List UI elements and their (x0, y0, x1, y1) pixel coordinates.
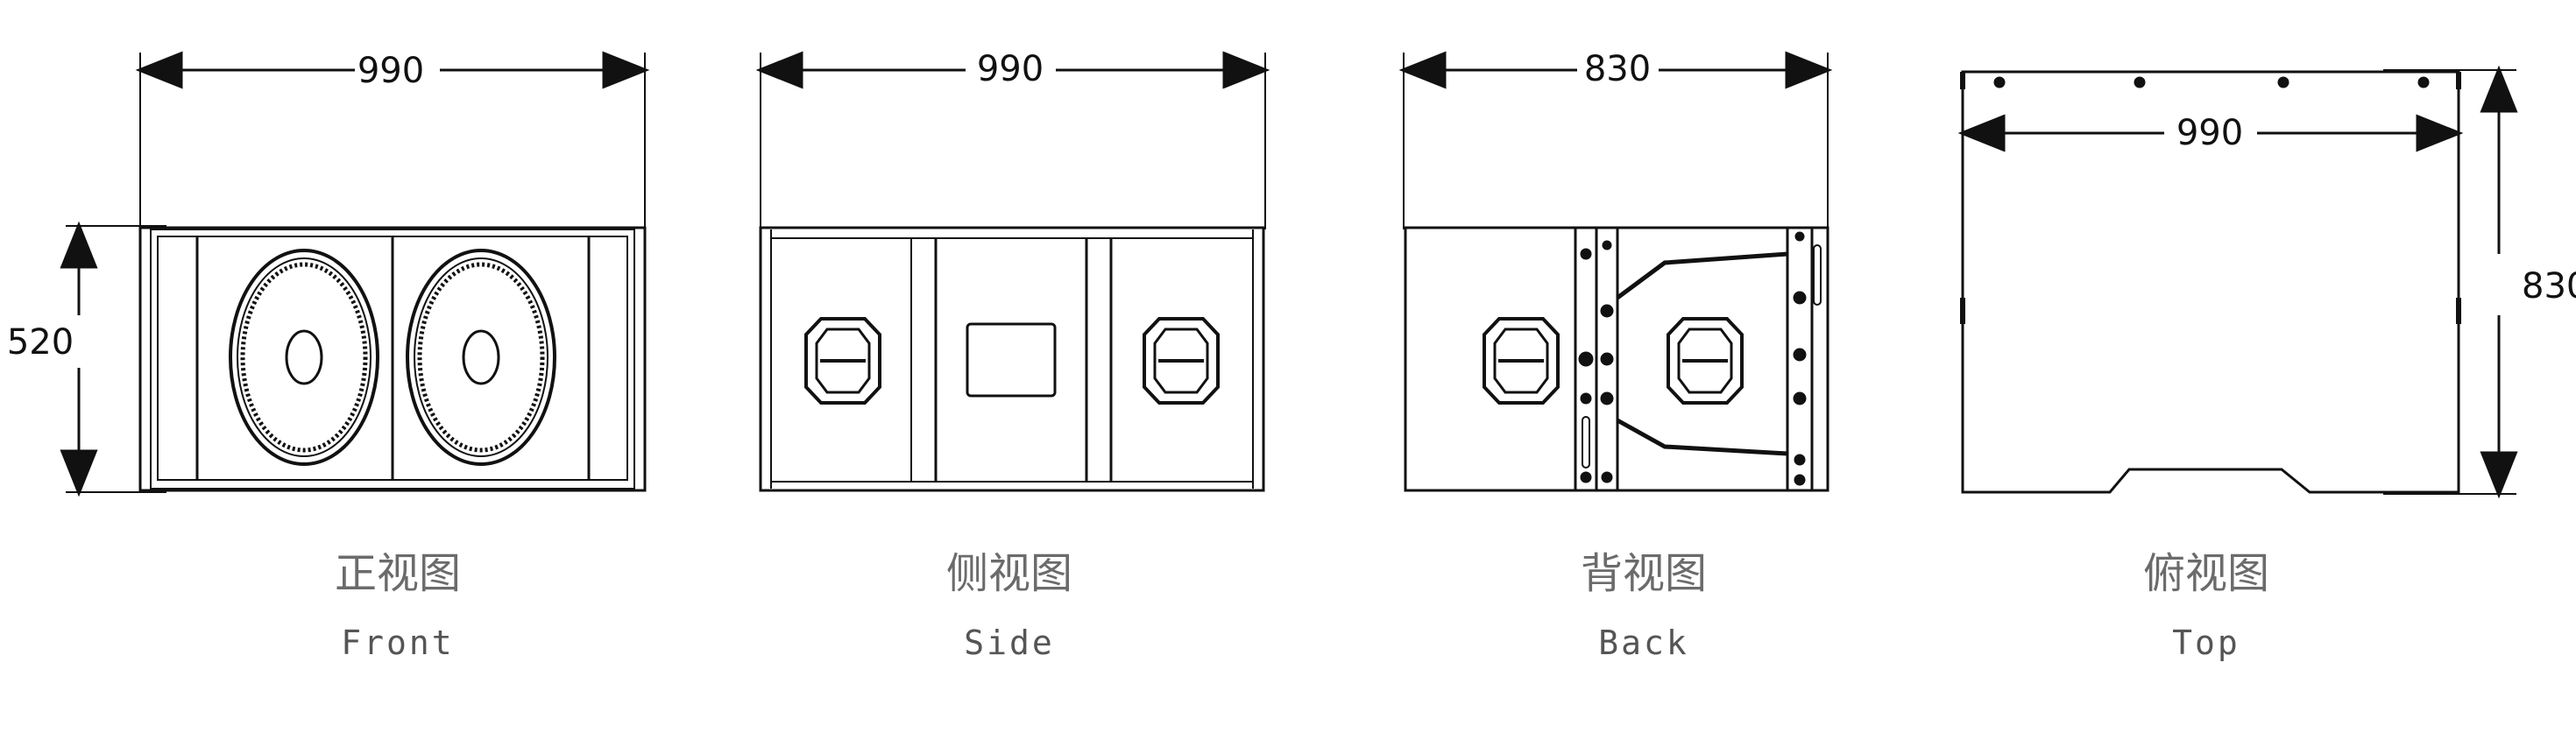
front-view (60, 51, 650, 497)
front-caption-cn: 正视图 (334, 549, 461, 598)
back-view (1398, 51, 1833, 492)
front-width-label: 990 (357, 51, 424, 91)
back-caption-en: Back (1598, 624, 1689, 662)
back-width-label: 830 (1584, 49, 1651, 89)
top-width-label: 990 (2176, 113, 2243, 153)
side-cabinet (759, 226, 1265, 492)
side-panel (966, 322, 1057, 398)
top-view (1957, 65, 2518, 499)
top-caption-en: Top (2172, 624, 2240, 662)
top-depth-label: 830 (2522, 266, 2576, 307)
side-handle-left (804, 317, 881, 405)
side-width-label: 990 (977, 49, 1044, 89)
woofer-right (406, 249, 556, 466)
side-handle-right (1143, 317, 1220, 405)
rigging-rail-right (1786, 226, 1814, 492)
top-outline (1961, 70, 2460, 494)
back-handle-left (1483, 317, 1560, 405)
front-caption-en: Front (341, 624, 455, 662)
side-view (755, 51, 1270, 492)
woofer-left (229, 249, 379, 466)
back-caption-cn: 背视图 (1580, 549, 1707, 598)
side-caption-cn: 侧视图 (945, 549, 1072, 598)
side-caption-en: Side (964, 624, 1055, 662)
top-caption-cn: 俯视图 (2142, 549, 2269, 598)
back-handle-right (1667, 317, 1744, 405)
front-cabinet (138, 226, 647, 492)
front-height-label: 520 (7, 322, 74, 363)
